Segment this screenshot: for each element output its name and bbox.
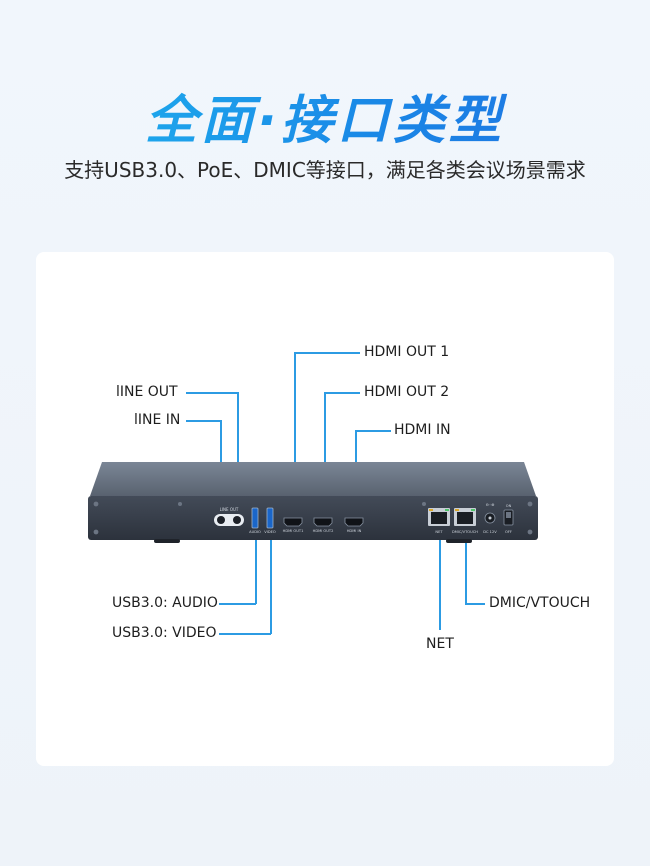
hdmi-out2-leader-v: [324, 392, 326, 516]
hdmi-in-leader: [355, 430, 391, 432]
off-print: OFF: [505, 530, 512, 534]
page-title: 全面·接口类型: [0, 78, 650, 153]
hdmi-out2-port[interactable]: [313, 517, 333, 527]
screw: [527, 501, 533, 507]
line-in-jack[interactable]: [217, 516, 225, 524]
device-rear-panel: LINE OUT AUDIO VIDEO HDMI OUT1 HDMI OUT2…: [88, 462, 538, 543]
hdmi-out2-print: HDMI OUT2: [313, 529, 334, 533]
dc-print: DC 12V: [483, 530, 497, 534]
foot: [446, 539, 472, 543]
label-hdmi-out-2: HDMI OUT 2: [364, 384, 450, 400]
label-usb-video: USB3.0: VIDEO: [112, 625, 217, 641]
label-net: NET: [426, 636, 454, 652]
usb-video-leader: [219, 633, 271, 635]
hdmi-out1-leader: [294, 352, 360, 354]
page-subtitle: 支持USB3.0、PoE、DMIC等接口，满足各类会议场景需求: [64, 158, 586, 182]
label-usb-audio: USB3.0: AUDIO: [112, 595, 218, 611]
screw: [178, 502, 182, 506]
video-print: VIDEO: [264, 530, 276, 534]
dmic-vtouch-port[interactable]: [454, 508, 476, 526]
label-hdmi-in: HDMI IN: [394, 422, 451, 438]
foot: [154, 539, 180, 543]
usb-video-port[interactable]: [266, 507, 274, 529]
line-print: LINE OUT: [220, 507, 239, 512]
hdmi-out1-print: HDMI OUT1: [283, 529, 304, 533]
screw: [93, 529, 99, 535]
dmic-leader: [465, 603, 485, 605]
net-print: NET: [435, 530, 443, 534]
hdmi-out1-port[interactable]: [283, 517, 303, 527]
line-out-leader: [186, 392, 238, 394]
line-out-jack[interactable]: [233, 516, 241, 524]
device-face: [88, 496, 538, 540]
label-hdmi-out-1: HDMI OUT 1: [364, 344, 450, 360]
hdmi-in-print: HDMI IN: [347, 529, 362, 533]
audio-print: AUDIO: [249, 530, 261, 534]
label-line-in: lINE IN: [134, 412, 181, 428]
line-in-leader: [186, 420, 221, 422]
dmic-leader-v: [465, 520, 467, 604]
hdmi-out1-leader-v: [294, 352, 296, 516]
screw: [422, 502, 426, 506]
on-print: ON: [506, 504, 512, 508]
label-line-out: lINE OUT: [116, 384, 178, 400]
line-out-leader-v: [237, 392, 239, 512]
dc-polarity-icon: ⊖◦⊕: [485, 502, 494, 507]
usb-audio-leader-v: [255, 520, 257, 604]
hdmi-in-port[interactable]: [344, 517, 364, 527]
net-leader-v: [439, 520, 441, 630]
label-dmic-vtouch: DMIC/VTOUCH: [489, 595, 591, 611]
usb-audio-port[interactable]: [251, 507, 259, 529]
device-top: [90, 462, 536, 496]
usb-video-leader-v: [270, 520, 272, 634]
screw: [527, 529, 533, 535]
dc-power-jack[interactable]: [484, 512, 496, 524]
usb-audio-leader: [219, 603, 256, 605]
screw: [93, 501, 99, 507]
net-port[interactable]: [428, 508, 450, 526]
dmic-print: DMIC/VTOUCH: [452, 530, 478, 534]
hdmi-out2-leader: [324, 392, 360, 394]
power-switch[interactable]: [503, 509, 514, 526]
